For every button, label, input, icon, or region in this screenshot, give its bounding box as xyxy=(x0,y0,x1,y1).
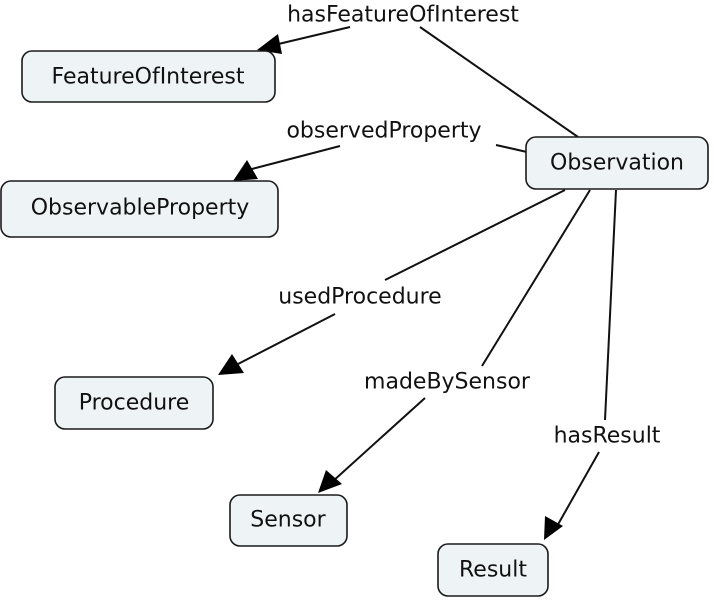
node-label: Result xyxy=(459,558,527,583)
edge-label-used-procedure: usedProcedure xyxy=(278,285,441,310)
edge-observed-property xyxy=(233,144,528,181)
node-result[interactable]: Result xyxy=(437,543,549,597)
edge-line xyxy=(384,189,566,281)
node-label: Observation xyxy=(550,151,684,176)
edge-line xyxy=(419,26,579,138)
node-feature-of-interest[interactable]: FeatureOfInterest xyxy=(21,50,276,103)
node-observable-property[interactable]: ObservableProperty xyxy=(0,180,279,238)
node-label: Sensor xyxy=(250,508,326,533)
edge-used-procedure xyxy=(218,189,566,375)
node-label: Procedure xyxy=(79,391,190,416)
arrowhead xyxy=(233,160,258,181)
node-box xyxy=(54,376,214,430)
node-box xyxy=(437,543,549,597)
edge-line xyxy=(481,189,591,367)
node-box xyxy=(21,50,276,103)
edge-line xyxy=(555,451,600,529)
edge-label-has-result: hasResult xyxy=(554,424,661,449)
arrowhead xyxy=(544,516,563,540)
edge-line xyxy=(237,313,336,365)
edge-label-made-by-sensor: madeBySensor xyxy=(364,370,531,395)
edge-line xyxy=(269,26,351,47)
node-label: ObservableProperty xyxy=(31,196,250,221)
edge-line xyxy=(247,145,341,171)
edge-line xyxy=(331,397,426,483)
node-label: FeatureOfInterest xyxy=(52,65,245,90)
node-box xyxy=(0,180,279,238)
edge-made-by-sensor xyxy=(318,189,591,493)
node-sensor[interactable]: Sensor xyxy=(229,494,348,547)
edge-label-observed-property: observedProperty xyxy=(286,119,481,144)
arrowhead xyxy=(318,470,342,493)
arrowhead xyxy=(218,354,244,375)
edge-has-feature-of-interest xyxy=(257,26,579,138)
edge-line xyxy=(495,144,528,153)
edge-line xyxy=(604,189,617,421)
node-box xyxy=(229,494,348,547)
edge-label-has-feature-of-interest: hasFeatureOfInterest xyxy=(287,3,519,28)
arrowhead xyxy=(257,34,282,54)
node-box xyxy=(525,136,709,190)
node-procedure[interactable]: Procedure xyxy=(54,376,214,430)
node-observation[interactable]: Observation xyxy=(525,136,709,190)
edge-has-result xyxy=(544,189,617,540)
